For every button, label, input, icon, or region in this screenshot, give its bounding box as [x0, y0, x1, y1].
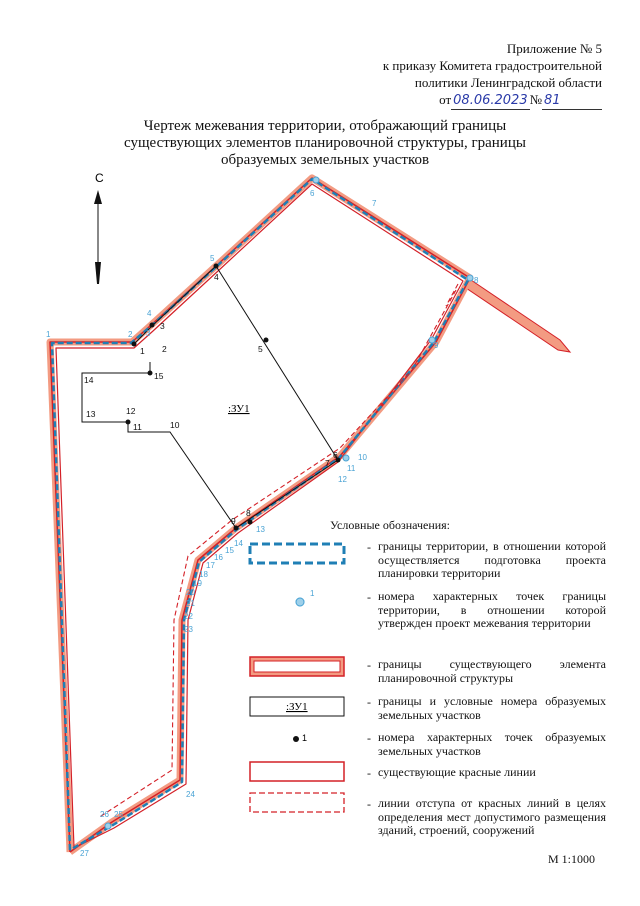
date-value: 08.06.2023 — [453, 93, 528, 108]
svg-text:11: 11 — [133, 422, 142, 432]
number-value: 81 — [544, 93, 561, 108]
committee-line: политики Ленинградской области — [414, 75, 602, 90]
svg-text:25: 25 — [114, 810, 123, 819]
svg-text:14: 14 — [234, 539, 243, 548]
legend-symbol-zu-box — [249, 696, 345, 717]
svg-text:12: 12 — [338, 475, 347, 484]
svg-text:4: 4 — [147, 309, 152, 318]
legend-symbol-blue-point — [295, 597, 305, 607]
north-arrow: С — [94, 171, 104, 284]
legend-item-parcel-points: номера характерных точек образуемых земе… — [378, 730, 606, 758]
svg-text:19: 19 — [193, 579, 202, 588]
svg-text:9: 9 — [434, 341, 439, 350]
svg-text:6: 6 — [310, 189, 315, 198]
legend-item-parcel-boundary: границы и условные номера образуемых зем… — [378, 694, 606, 722]
legend-symbols: 1 :ЗУ1 1 — [248, 542, 346, 813]
svg-text:2: 2 — [162, 344, 167, 354]
number-prefix: № — [529, 92, 542, 107]
svg-text:11: 11 — [347, 464, 356, 473]
svg-text:8: 8 — [246, 508, 251, 518]
svg-text:10: 10 — [358, 453, 367, 462]
svg-text:16: 16 — [214, 553, 223, 562]
legend-item-project-boundary: границы территории, в отношении которой … — [378, 539, 606, 580]
svg-text:18: 18 — [199, 570, 208, 579]
svg-text:26: 26 — [100, 810, 109, 819]
svg-text::ЗУ1: :ЗУ1 — [286, 701, 308, 713]
blue-point-labels: 1 2 3 4 5 6 7 8 9 10 11 12 13 14 15 16 1… — [46, 189, 479, 858]
svg-text:1: 1 — [310, 589, 315, 598]
svg-text:13: 13 — [256, 525, 265, 534]
parcel-label: :ЗУ1 — [228, 403, 250, 415]
legend-item-red-lines: существующие красные линии — [378, 765, 536, 779]
parcel-zu1-boundary — [81, 265, 339, 529]
legend-symbol-setback-lines — [249, 792, 345, 813]
order-line: к приказу Комитета градостроительной — [382, 58, 602, 73]
svg-text:27: 27 — [80, 849, 89, 858]
legend-symbol-element-boundary — [249, 656, 345, 677]
svg-text:9: 9 — [231, 516, 236, 526]
svg-text:23: 23 — [184, 625, 193, 634]
svg-text:5: 5 — [210, 254, 215, 263]
legend-item-setback-lines: линии отступа от красных линий в целях о… — [378, 796, 606, 837]
legend-symbol-project-boundary — [248, 542, 346, 565]
date-prefix: от — [439, 92, 452, 107]
project-boundary — [50, 177, 470, 852]
north-label: С — [95, 171, 104, 185]
svg-text:12: 12 — [126, 406, 136, 416]
svg-text:10: 10 — [170, 420, 180, 430]
svg-text:8: 8 — [474, 276, 479, 285]
svg-text:24: 24 — [186, 790, 195, 799]
svg-text:13: 13 — [86, 409, 96, 419]
legend-item-element-boundary: границы существующего элемента планирово… — [378, 657, 606, 685]
drawing-title: Чертеж межевания территории, отображающи… — [124, 118, 526, 168]
svg-text:5: 5 — [258, 344, 263, 354]
legend-item-project-points: номера характерных точек границы террито… — [378, 589, 606, 630]
svg-text:21: 21 — [186, 599, 195, 608]
svg-text:14: 14 — [84, 375, 94, 385]
svg-text:7: 7 — [325, 458, 330, 468]
svg-text:17: 17 — [206, 561, 215, 570]
black-points — [125, 263, 341, 531]
svg-text:4: 4 — [214, 272, 219, 282]
legend-symbol-black-point — [293, 736, 299, 742]
svg-text:20: 20 — [186, 588, 195, 597]
svg-text:3: 3 — [146, 329, 151, 338]
svg-text:1: 1 — [140, 346, 145, 356]
svg-text:2: 2 — [128, 330, 133, 339]
svg-text:3: 3 — [160, 321, 165, 331]
svg-text:7: 7 — [372, 199, 377, 208]
document-header: Приложение № 5 к приказу Комитета градос… — [282, 40, 602, 110]
appendix-label: Приложение № 5 — [506, 41, 602, 56]
svg-text:22: 22 — [184, 612, 193, 621]
adjacent-boundary — [465, 277, 572, 353]
svg-text:1: 1 — [46, 330, 51, 339]
svg-text:15: 15 — [154, 371, 164, 381]
scale-label: М 1:1000 — [548, 852, 596, 866]
svg-text:15: 15 — [225, 546, 234, 555]
setback-lines — [97, 283, 459, 819]
legend-symbol-red-lines — [249, 761, 345, 782]
black-point-labels: 1 2 3 4 5 6 7 8 9 10 11 12 13 14 15 — [84, 272, 338, 526]
legend-title: Условные обозначения: — [330, 518, 451, 532]
svg-text:1: 1 — [302, 733, 307, 743]
svg-text:6: 6 — [333, 450, 338, 460]
